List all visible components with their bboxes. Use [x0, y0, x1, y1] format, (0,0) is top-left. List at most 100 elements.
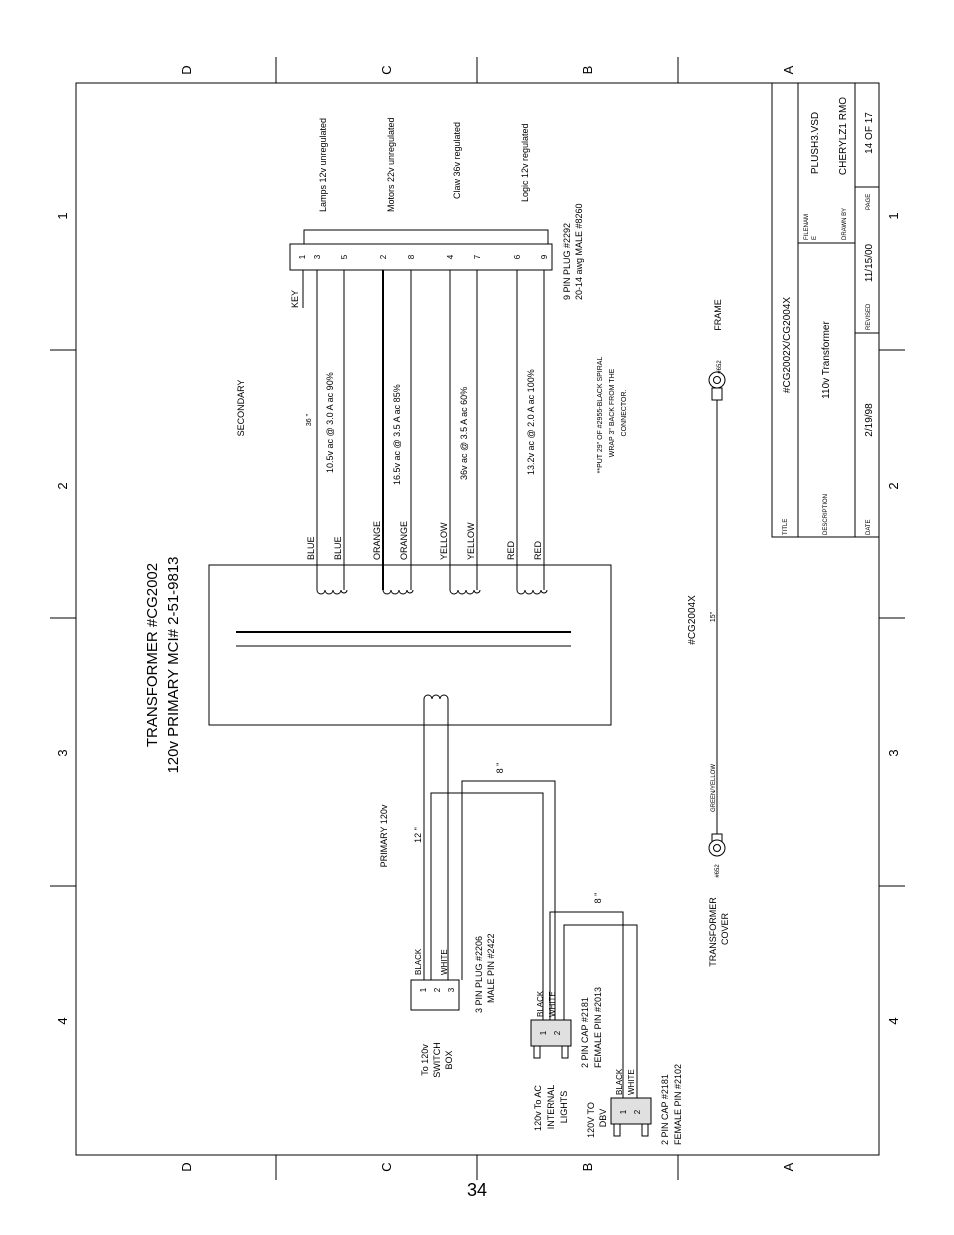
spiral-wrap-note-line1: **PUT 29" OF #2955-BLACK SPIRAL	[597, 357, 604, 474]
plug-pin-key: 1	[298, 254, 307, 259]
wire-label-blue-b: BLUE	[333, 536, 343, 560]
nine-pin-plug-label-line2: 20-14 awg MALE #8260	[574, 203, 584, 300]
row-letter-bottom-d: D	[179, 1162, 194, 1171]
wire-label-yellow-a: YELLOW	[439, 522, 449, 560]
two-pin-cap-lights-wire-black: BLACK	[536, 990, 545, 1017]
key-label: KEY	[290, 290, 300, 308]
plug-pin-red-b: 9	[540, 254, 549, 259]
title-block-revised-value: 11/15/00	[864, 243, 875, 282]
two-pin-cap-dbv	[610, 1097, 652, 1137]
ground-wire	[708, 371, 726, 857]
cover-ring-label: #652	[715, 864, 721, 878]
title-block-drawn-by-label: DRAWN BY	[842, 208, 848, 240]
switch-box-label-line1: To 120v	[420, 1044, 430, 1076]
three-pin-plug-label-line2: MALE PIN #2422	[486, 933, 496, 1003]
plug-pin-blue-b: 5	[340, 254, 349, 259]
two-pin-cap-dbv-pin-1: 1	[619, 1109, 628, 1114]
frame-label: FRAME	[713, 299, 723, 331]
column-number-right-4: 4	[886, 1017, 901, 1024]
internal-lights-label-line1: 120v To AC	[533, 1085, 543, 1131]
row-letter-top-c: C	[379, 65, 394, 74]
two-pin-cap-lights	[530, 1019, 572, 1059]
plug-pin-orange-b: 8	[407, 254, 416, 259]
wire-label-orange-a: ORANGE	[372, 521, 382, 560]
primary-label: PRIMARY 120v	[379, 804, 389, 867]
spiral-wrap-note-line3: CONNECTOR.	[621, 389, 628, 436]
title-block-date-value: 2/19/98	[864, 403, 875, 437]
diagram-title-line2: 120v PRIMARY MCI# 2-51-9813	[165, 556, 182, 773]
two-pin-cap-lights-wire-white: WHITE	[548, 991, 557, 1017]
secondary-wires	[302, 270, 545, 590]
wire-label-yellow-b: YELLOW	[466, 522, 476, 560]
title-block-description-label: DESCRIPTION	[823, 494, 829, 535]
plug-pin-orange-a: 2	[379, 254, 388, 259]
plug-pin-red-a: 6	[513, 254, 522, 259]
ground-part-number: #CG2004X	[687, 595, 698, 645]
two-pin-cap-lights-label-line1: 2 PIN CAP #2181	[580, 997, 590, 1068]
wire-label-red-a: RED	[506, 540, 516, 560]
three-pin-plug-pin-1: 1	[419, 987, 428, 992]
row-letter-top-b: B	[580, 66, 595, 75]
three-pin-plug-label-line1: 3 PIN PLUG #2206	[474, 936, 484, 1013]
primary-wires	[423, 699, 638, 1098]
three-pin-plug-wire-black: BLACK	[414, 948, 423, 975]
switch-box-label-line2: SWITCH	[432, 1042, 442, 1078]
internal-lights-label-line2: INTERNAL	[546, 1085, 556, 1130]
ground-length: 15"	[710, 611, 717, 622]
column-number-left-4: 4	[55, 1017, 70, 1024]
row-letter-bottom-b: B	[580, 1163, 595, 1172]
two-pin-cap-lights-pin-2: 2	[553, 1030, 562, 1035]
three-pin-plug-pin-3: 3	[447, 987, 456, 992]
two-pin-cap-dbv-pin-2: 2	[633, 1109, 642, 1114]
title-block-filename-label-1: FILENAM	[804, 214, 810, 240]
title-block-title-label: TITLE	[783, 519, 789, 535]
frame-ring-label: #652	[717, 360, 723, 374]
secondary-length: 36 "	[306, 413, 313, 426]
plug-pin-blue-a: 3	[313, 254, 322, 259]
plug-pin-yellow-a: 4	[446, 254, 455, 259]
title-block-page-label: PAGE	[866, 194, 872, 210]
two-pin-cap-dbv-label-line1: 2 PIN CAP #2181	[660, 1074, 670, 1145]
output-name-motors: Motors 22v unregulated	[386, 117, 396, 212]
diagram-title-line1: TRANSFORMER #CG2002	[144, 563, 161, 747]
two-pin-cap-lights-pin-1: 1	[539, 1030, 548, 1035]
three-pin-plug-wire-white: WHITE	[440, 949, 449, 975]
row-letter-top-d: D	[179, 65, 194, 74]
dbv-label-line1: 120V TO	[586, 1102, 596, 1138]
column-number-left-1: 1	[55, 212, 70, 219]
column-number-left-2: 2	[55, 482, 70, 489]
dbv-label-line2: DBV	[598, 1109, 608, 1128]
two-pin-cap-dbv-wire-white: WHITE	[627, 1069, 636, 1095]
row-letter-bottom-c: C	[379, 1162, 394, 1171]
title-block-description-value: 110v Transformer	[821, 321, 832, 399]
rating-motors: 16.5v ac @ 3.5 A ac 85%	[392, 384, 402, 485]
title-block-title-value: #CG2002X/CG2004X	[782, 297, 793, 394]
column-number-right-3: 3	[886, 749, 901, 756]
title-block-revised-label: REVISED	[866, 303, 872, 330]
jumper-length: 8 "	[495, 763, 505, 774]
column-number-left-3: 3	[55, 749, 70, 756]
rating-claw: 36v ac @ 3.5 A ac 60%	[459, 387, 469, 480]
column-number-right-2: 2	[886, 482, 901, 489]
spiral-wrap-note-line2: WRAP 3" BACK FROM THE	[609, 368, 616, 457]
nine-pin-plug	[289, 229, 553, 271]
three-pin-plug-pin-2: 2	[433, 987, 442, 992]
transformer-cover-label-line1: TRANSFORMER	[708, 897, 718, 967]
title-block-page-value: 14 OF 17	[864, 112, 875, 154]
primary-length: 12 "	[413, 827, 423, 843]
rating-logic: 13.2v ac @ 2.0 A ac 100%	[526, 369, 536, 475]
two-pin-cap-dbv-label-line2: FEMALE PIN #2102	[673, 1064, 683, 1145]
secondary-label: SECONDARY	[236, 380, 246, 437]
wire-label-red-b: RED	[533, 540, 543, 560]
title-block-filename-label-2: E	[812, 236, 818, 240]
ground-wire-color: GREEN/YELLOW	[711, 764, 717, 812]
row-letter-bottom-a: A	[781, 1162, 796, 1171]
title-block	[771, 82, 880, 538]
two-pin-cap-dbv-wire-black: BLACK	[615, 1068, 624, 1095]
lower-jumper-length: 8 "	[593, 893, 603, 904]
title-block-date-label: DATE	[866, 519, 872, 535]
wire-label-orange-b: ORANGE	[399, 521, 409, 560]
three-pin-plug	[410, 979, 460, 1011]
column-number-right-1: 1	[886, 212, 901, 219]
